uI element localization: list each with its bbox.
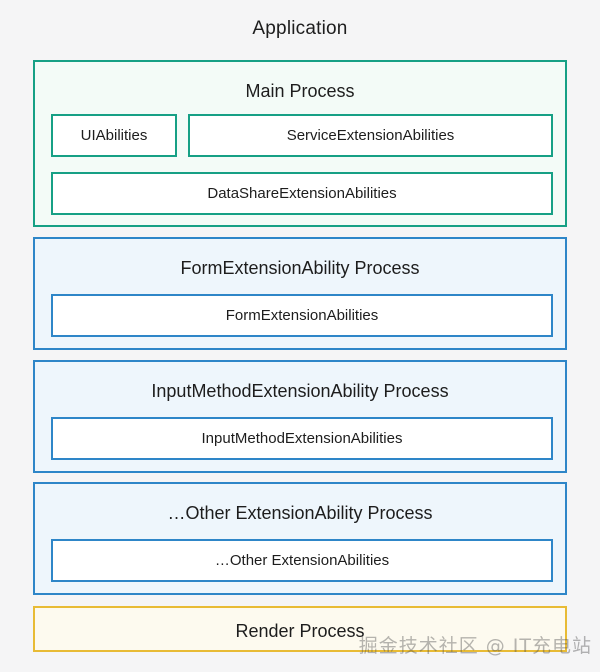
ability-box-uiabilities[interactable]: UIAbilities <box>51 114 177 157</box>
ability-box-datashareextensionabilities[interactable]: DataShareExtensionAbilities <box>51 172 553 215</box>
process-title-render: Render Process <box>235 621 365 641</box>
process-title-inputmethodextensionability: InputMethodExtensionAbility Process <box>151 381 449 401</box>
ability-row-form: FormExtensionAbilities <box>51 294 553 337</box>
process-title-main: Main Process <box>245 81 355 101</box>
process-card-other-extensionability: …Other ExtensionAbility Process …Other E… <box>33 482 567 595</box>
ability-row-other: …Other ExtensionAbilities <box>51 539 553 582</box>
ability-box-inputmethodextensionabilities[interactable]: InputMethodExtensionAbilities <box>51 417 553 460</box>
process-card-formextensionability: FormExtensionAbility Process FormExtensi… <box>33 237 567 350</box>
process-title-other-extensionability: …Other ExtensionAbility Process <box>167 503 433 523</box>
ability-row-main-1: UIAbilities ServiceExtensionAbilities <box>51 114 553 157</box>
process-card-inputmethodextensionability: InputMethodExtensionAbility Process Inpu… <box>33 360 567 473</box>
ability-box-serviceextensionabilities[interactable]: ServiceExtensionAbilities <box>188 114 553 157</box>
process-card-render: Render Process <box>33 606 567 652</box>
process-card-main: Main Process UIAbilities ServiceExtensio… <box>33 60 567 227</box>
page-title: Application <box>252 18 348 39</box>
process-title-formextensionability: FormExtensionAbility Process <box>180 258 420 278</box>
ability-box-formextensionabilities[interactable]: FormExtensionAbilities <box>51 294 553 337</box>
ability-row-inputmethod: InputMethodExtensionAbilities <box>51 417 553 460</box>
ability-box-other-extensionabilities[interactable]: …Other ExtensionAbilities <box>51 539 553 582</box>
ability-row-main-2: DataShareExtensionAbilities <box>51 172 553 215</box>
